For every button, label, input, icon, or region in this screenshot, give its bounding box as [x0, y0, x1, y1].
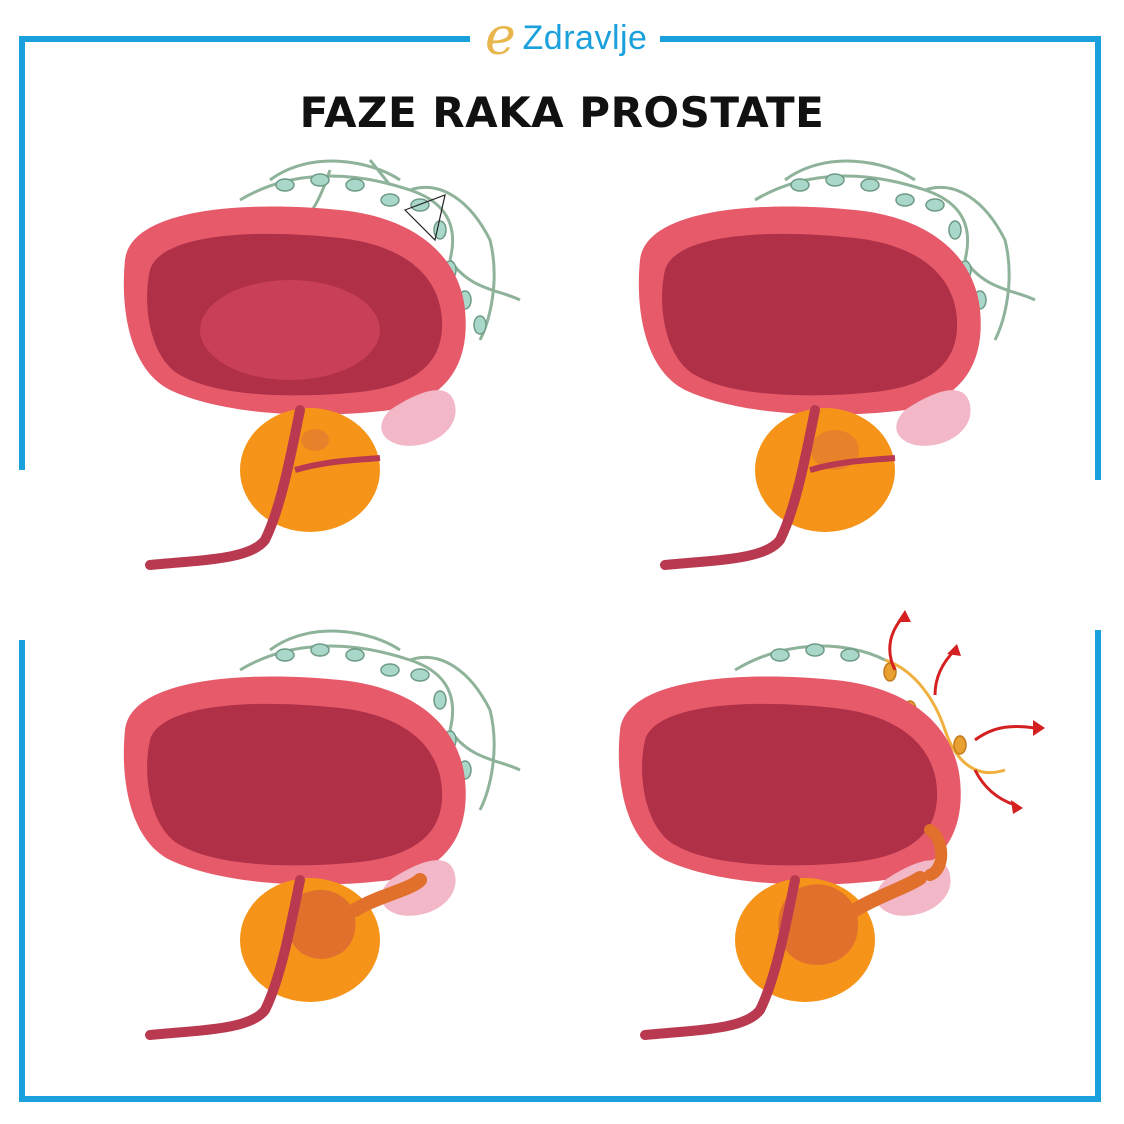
- urethra: [145, 875, 305, 1040]
- stage-2-illustration: [605, 140, 1085, 580]
- prostate: [240, 408, 380, 532]
- urethra: [640, 875, 800, 1040]
- seminal-vesicle: [381, 390, 456, 446]
- logo-text: Zdravlje: [522, 18, 648, 57]
- urethra: [145, 405, 381, 570]
- tumor-large: [287, 889, 356, 959]
- bladder: [638, 206, 981, 415]
- prostate: [755, 408, 895, 532]
- bladder: [618, 676, 961, 885]
- tumor-small: [301, 429, 329, 451]
- stage-1-illustration: [90, 140, 570, 580]
- urethra: [660, 405, 896, 570]
- tumor-large: [778, 884, 859, 966]
- page-title: FAZE RAKA PROSTATE: [299, 88, 825, 137]
- lymph-network: [239, 629, 521, 811]
- frame-gap-left: [13, 470, 33, 640]
- seminal-vesicle: [896, 390, 971, 446]
- svg-text:e: e: [485, 10, 516, 66]
- brand-logo: e Zdravlje: [470, 8, 660, 68]
- prostate: [240, 873, 427, 1002]
- lymph-network: [754, 159, 1036, 341]
- lymph-network: [734, 643, 1006, 775]
- stage-4-illustration: [585, 610, 1065, 1050]
- prostate: [735, 871, 927, 1002]
- metastasis-arrows: [888, 610, 1045, 814]
- logo-e-icon: e: [485, 10, 516, 66]
- stage-3-illustration: [90, 610, 570, 1050]
- frame-gap-right: [1090, 480, 1110, 630]
- bladder: [123, 206, 466, 415]
- bladder: [123, 676, 466, 885]
